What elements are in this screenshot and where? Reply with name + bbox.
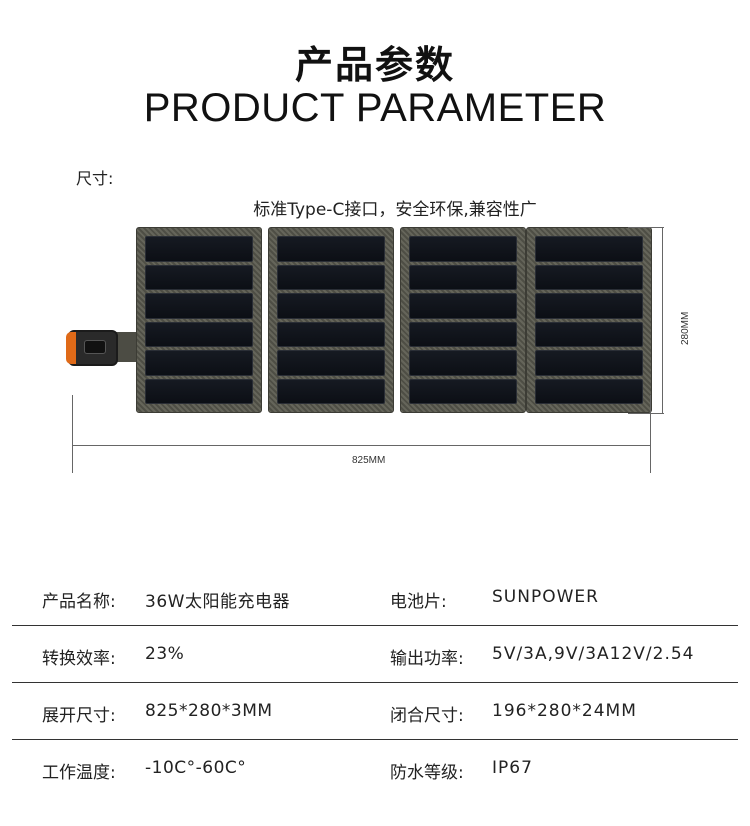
usb-port-icon: [84, 340, 106, 354]
page-title-cn: 产品参数: [294, 43, 455, 87]
height-dim-line: [662, 227, 663, 414]
solar-cell: [277, 321, 385, 347]
spec-label: 防水等级:: [390, 763, 464, 783]
spec-value: 36W太阳能充电器: [145, 592, 290, 612]
usb-accent: [66, 332, 76, 364]
solar-cell: [145, 350, 253, 376]
spec-value: 825*280*3MM: [145, 701, 273, 721]
solar-cell: [145, 293, 253, 319]
spec-value: SUNPOWER: [492, 587, 599, 607]
spec-label: 闭合尺寸:: [390, 706, 464, 726]
spec-row: 展开尺寸: 825*280*3MM 闭合尺寸: 196*280*24MM: [12, 683, 738, 740]
spec-label: 转换效率:: [42, 649, 116, 669]
cell-stack: [145, 236, 253, 404]
size-label: 尺寸:: [76, 169, 114, 188]
solar-panel-illustration: [136, 227, 652, 413]
solar-cell: [277, 378, 385, 404]
spec-label: 电池片:: [390, 592, 447, 612]
page-title-en: PRODUCT PARAMETER: [143, 86, 607, 130]
solar-cell: [277, 293, 385, 319]
feature-text: 标准Type-C接口，安全环保,兼容性广: [253, 200, 537, 220]
solar-cell: [277, 264, 385, 290]
spec-label: 输出功率:: [390, 649, 464, 669]
spec-table: 产品名称: 36W太阳能充电器 电池片: SUNPOWER 转换效率: 23% …: [12, 569, 738, 797]
solar-cell: [145, 264, 253, 290]
solar-panel-3: [400, 227, 526, 413]
spec-label: 产品名称:: [42, 592, 116, 612]
width-dim-line: [72, 445, 650, 446]
spec-value: 196*280*24MM: [492, 701, 637, 721]
spec-value: 5V/3A,9V/3A12V/2.54: [492, 644, 695, 664]
spec-label: 展开尺寸:: [42, 706, 116, 726]
width-dim-left-tick: [72, 395, 73, 473]
height-dim-label: 280MM: [680, 311, 691, 345]
spec-value: 23%: [145, 644, 185, 664]
spec-value: IP67: [492, 758, 533, 778]
width-dim-label: 825MM: [352, 455, 386, 466]
solar-cell: [409, 236, 517, 262]
solar-cell: [409, 321, 517, 347]
solar-cell: [535, 350, 643, 376]
solar-cell: [535, 264, 643, 290]
width-dim-right-tick: [650, 395, 651, 473]
solar-cell: [535, 236, 643, 262]
solar-cell: [277, 236, 385, 262]
solar-cell: [145, 378, 253, 404]
solar-cell: [145, 321, 253, 347]
spec-value: -10C°-60C°: [145, 758, 247, 778]
solar-cell: [535, 321, 643, 347]
spec-row: 转换效率: 23% 输出功率: 5V/3A,9V/3A12V/2.54: [12, 626, 738, 683]
solar-cell: [535, 293, 643, 319]
spec-row: 工作温度: -10C°-60C° 防水等级: IP67: [12, 740, 738, 797]
solar-panel-2: [268, 227, 394, 413]
cell-stack: [409, 236, 517, 404]
solar-panel-4: [526, 227, 652, 413]
solar-cell: [145, 236, 253, 262]
solar-cell: [409, 264, 517, 290]
solar-cell: [277, 350, 385, 376]
height-dim-bottom-tick: [628, 413, 664, 414]
height-dim-top-tick: [628, 227, 664, 228]
spec-label: 工作温度:: [42, 763, 116, 783]
solar-cell: [409, 293, 517, 319]
solar-cell: [409, 378, 517, 404]
cell-stack: [535, 236, 643, 404]
cell-stack: [277, 236, 385, 404]
solar-cell: [535, 378, 643, 404]
spec-row: 产品名称: 36W太阳能充电器 电池片: SUNPOWER: [12, 569, 738, 626]
solar-cell: [409, 350, 517, 376]
solar-panel-1: [136, 227, 262, 413]
